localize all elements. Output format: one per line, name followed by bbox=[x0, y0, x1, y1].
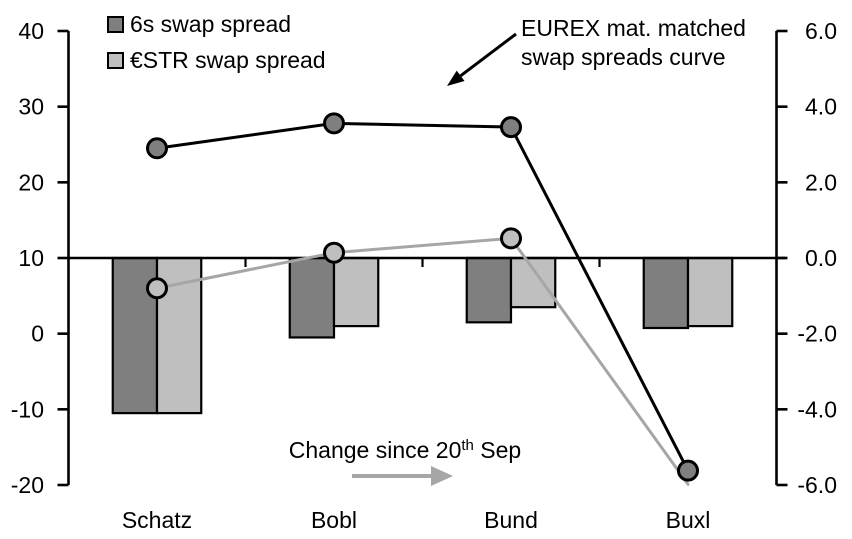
line-6s-mat-matched-swap-spreads-curve bbox=[155, 121, 690, 473]
marker-str-mat-matched-swap-spreads-curve-bund bbox=[500, 227, 522, 250]
category-label-bobl: Bobl bbox=[311, 507, 357, 533]
marker-str-mat-matched-swap-spreads-curve-schatz bbox=[146, 277, 168, 300]
curve-annotation-line1: EUREX mat. matched bbox=[521, 15, 746, 41]
left-axis-label: -20 bbox=[11, 472, 44, 498]
left-axis-label: 10 bbox=[18, 245, 44, 271]
legend-item-str-swap-spread: €STR swap spread bbox=[107, 46, 326, 74]
curve-annotation-line2: swap spreads curve bbox=[521, 44, 726, 70]
left-axis-label: 20 bbox=[18, 169, 44, 195]
legend-swatch-icon bbox=[107, 15, 124, 33]
curve-annotation-label: EUREX mat. matched swap spreads curve bbox=[521, 14, 746, 72]
right-axis-label: -6.0 bbox=[797, 472, 837, 498]
left-axis-label: 30 bbox=[18, 94, 44, 120]
right-axis-label: 6.0 bbox=[805, 18, 837, 44]
left-axis-label: 40 bbox=[18, 18, 44, 44]
change-annotation-sup: th bbox=[461, 437, 474, 454]
bar-6s-swap-spread-buxl bbox=[642, 256, 690, 330]
legend-item-label: 6s swap spread bbox=[130, 11, 292, 37]
bar-6s-swap-spread-bund bbox=[465, 256, 513, 324]
marker-6s-mat-matched-swap-spreads-curve-schatz bbox=[146, 137, 168, 160]
bar-6s-swap-spread-bobl bbox=[288, 256, 336, 339]
legend-item-6s-swap-spread: 6s swap spread bbox=[107, 10, 326, 38]
right-axis-label: 0.0 bbox=[805, 245, 837, 271]
marker-6s-mat-matched-swap-spreads-curve-bobl bbox=[323, 112, 345, 135]
right-axis-label: 2.0 bbox=[805, 169, 837, 195]
change-arrowhead-icon bbox=[431, 466, 453, 486]
legend-item-label: €STR swap spread bbox=[130, 47, 326, 73]
right-axis-label: -2.0 bbox=[797, 321, 837, 347]
right-axis-label: -4.0 bbox=[797, 396, 837, 422]
bar-str-swap-spread-buxl bbox=[686, 256, 734, 328]
marker-6s-mat-matched-swap-spreads-curve-buxl bbox=[677, 459, 699, 482]
curve-annotation-arrow bbox=[459, 32, 517, 77]
change-annotation-post: Sep bbox=[473, 437, 522, 463]
left-axis-label: -10 bbox=[11, 396, 44, 422]
bar-str-swap-spread-bund bbox=[509, 256, 557, 309]
category-label-buxl: Buxl bbox=[666, 507, 711, 533]
marker-str-mat-matched-swap-spreads-curve-bobl bbox=[323, 241, 345, 264]
category-label-bund: Bund bbox=[484, 507, 538, 533]
bar-str-swap-spread-bobl bbox=[332, 256, 380, 328]
legend-swatch-icon bbox=[107, 51, 124, 69]
right-axis-label: 4.0 bbox=[805, 94, 837, 120]
marker-6s-mat-matched-swap-spreads-curve-bund bbox=[500, 116, 522, 139]
left-axis-label: 0 bbox=[31, 321, 44, 347]
chart-legend: 6s swap spread €STR swap spread bbox=[107, 10, 326, 74]
line-str-mat-matched-swap-spreads-curve bbox=[155, 236, 690, 486]
change-annotation-pre: Change since 20 bbox=[288, 437, 462, 463]
change-annotation-label: Change since 20th Sep bbox=[270, 437, 540, 464]
category-label-schatz: Schatz bbox=[122, 507, 192, 533]
curve-annotation-arrowhead-icon bbox=[447, 70, 465, 86]
